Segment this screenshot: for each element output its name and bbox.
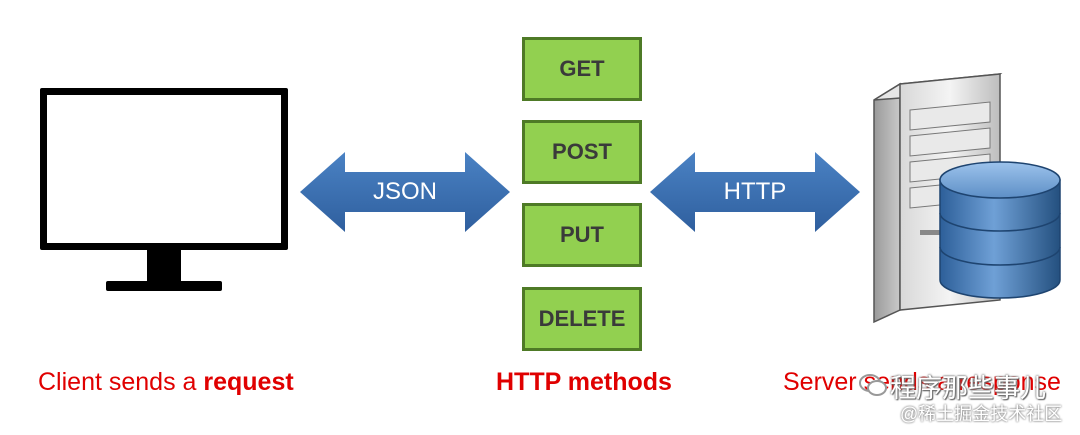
watermark-title: 程序那些事儿 [890, 373, 1047, 403]
methods-caption: HTTP methods [496, 368, 672, 396]
monitor-base [106, 281, 222, 291]
server-database-icon [873, 73, 1061, 324]
client-caption-bold: request [203, 368, 294, 396]
method-delete-box: DELETE [522, 287, 642, 351]
json-label: JSON [372, 178, 437, 205]
watermark-source: @稀土掘金技术社区 [900, 404, 1063, 424]
client-monitor-icon [40, 88, 288, 250]
json-double-arrow [300, 152, 510, 232]
watermark: 程序那些事儿 @稀土掘金技术社区 [850, 368, 1075, 430]
method-post-box: POST [522, 120, 642, 184]
http-label: HTTP [723, 178, 787, 205]
method-put-box: PUT [522, 203, 642, 267]
http-double-arrow [650, 152, 860, 232]
wechat-icon [859, 374, 887, 396]
client-caption: Client sends a request [38, 368, 294, 397]
server-caption: Server sends a response [783, 368, 1061, 396]
method-get-box: GET [522, 37, 642, 101]
monitor-neck [147, 250, 181, 282]
client-caption-prefix: Client sends a [38, 368, 204, 396]
